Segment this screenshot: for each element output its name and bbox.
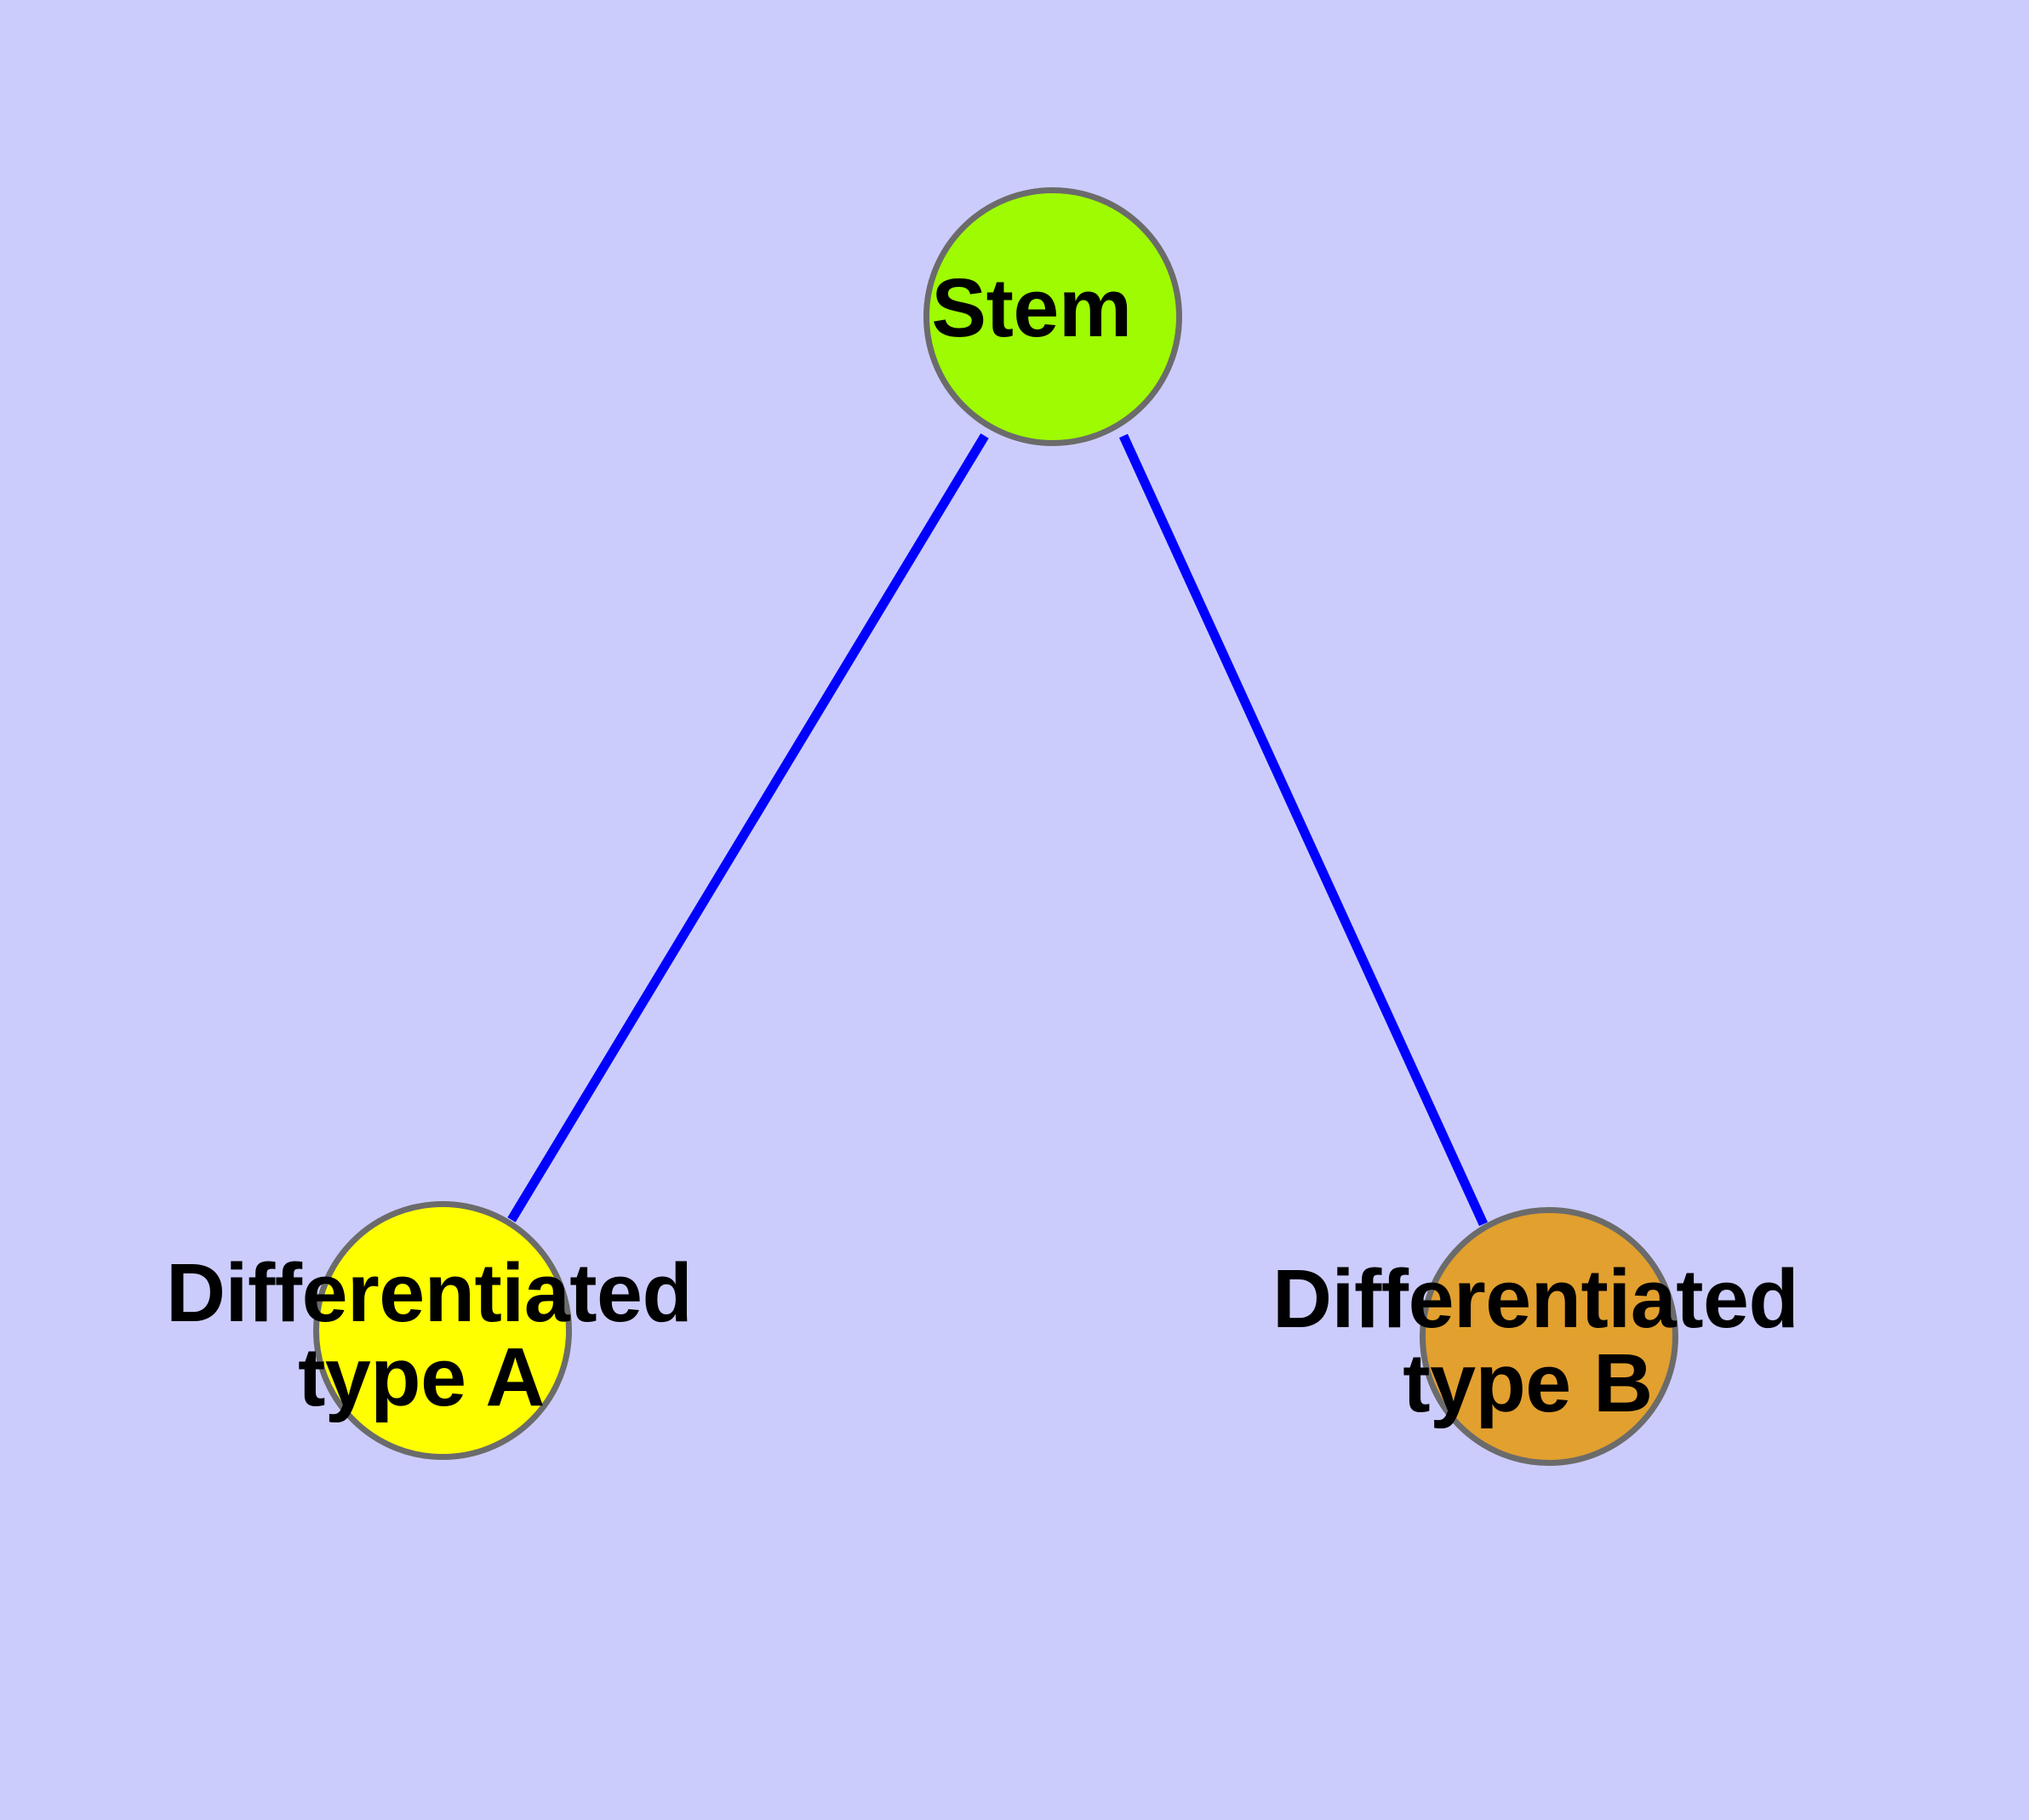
- edge-stem-to-differentiated-b: [1118, 433, 1489, 1227]
- node-differentiated-type-a[interactable]: [313, 1201, 572, 1460]
- edge-stem-to-differentiated-a: [507, 433, 989, 1222]
- node-differentiated-type-b[interactable]: [1420, 1207, 1678, 1466]
- node-label-differentiated-type-b: Differentiated type B: [1272, 1252, 1799, 1429]
- node-label-differentiated-type-a: Differentiated type A: [166, 1246, 693, 1423]
- node-label-stem: Stem: [931, 261, 1132, 354]
- node-stem[interactable]: [923, 187, 1182, 446]
